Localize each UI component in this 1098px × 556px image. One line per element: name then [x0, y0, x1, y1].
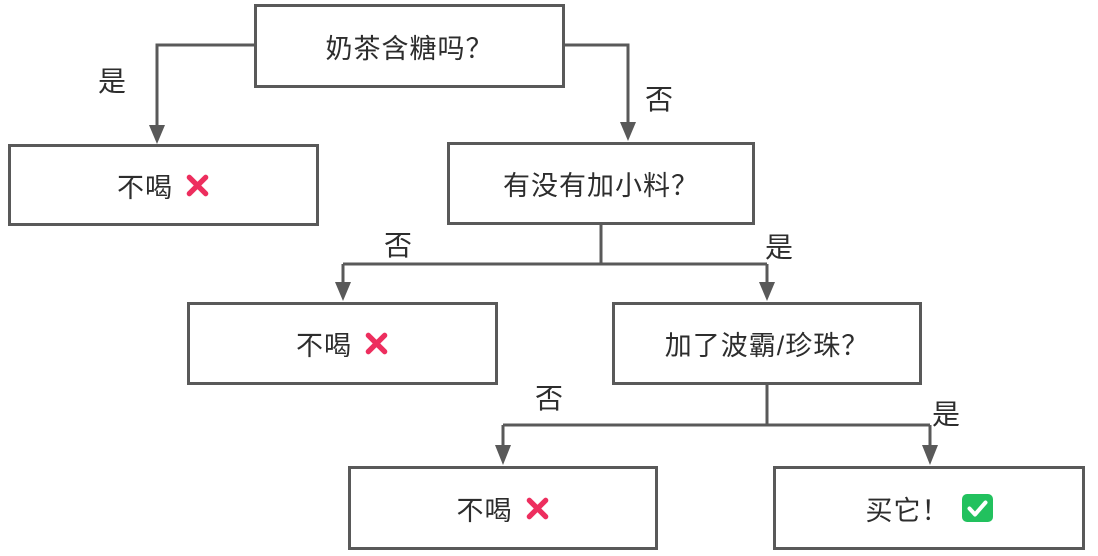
node-result-no-drink-1: 不喝 [8, 144, 319, 226]
cross-icon [525, 496, 550, 521]
node-label: 不喝 [117, 172, 173, 203]
edge-q1-yes [149, 43, 254, 144]
edge-label-no: 否 [644, 84, 674, 115]
edge-q2-branches [335, 225, 775, 301]
node-label: 有没有加小料？ [503, 171, 699, 201]
node-question-sugar: 奶茶含糖吗？ [254, 4, 565, 88]
node-result-no-drink-2: 不喝 [187, 302, 498, 385]
node-question-toppings: 有没有加小料？ [447, 142, 755, 225]
edge-label-no: 否 [534, 383, 564, 414]
node-label: 奶茶含糖吗？ [325, 33, 494, 64]
cross-icon [185, 173, 210, 198]
check-icon [961, 494, 993, 522]
edge-q3-branches [495, 385, 938, 465]
edge-label-yes: 是 [764, 232, 794, 263]
node-result-buy: 买它！ [773, 466, 1085, 550]
node-question-boba: 加了波霸/珍珠？ [612, 302, 922, 385]
cross-icon [364, 331, 389, 356]
edge-q1-no [565, 43, 636, 141]
edge-label-yes: 是 [931, 399, 961, 430]
edge-label-no: 否 [383, 230, 413, 261]
node-label: 不喝 [456, 495, 513, 526]
node-label: 买它！ [865, 495, 950, 526]
node-label: 不喝 [296, 331, 352, 361]
edge-label-yes: 是 [97, 66, 127, 97]
node-label: 加了波霸/珍珠？ [664, 331, 870, 361]
node-result-no-drink-3: 不喝 [348, 466, 658, 550]
